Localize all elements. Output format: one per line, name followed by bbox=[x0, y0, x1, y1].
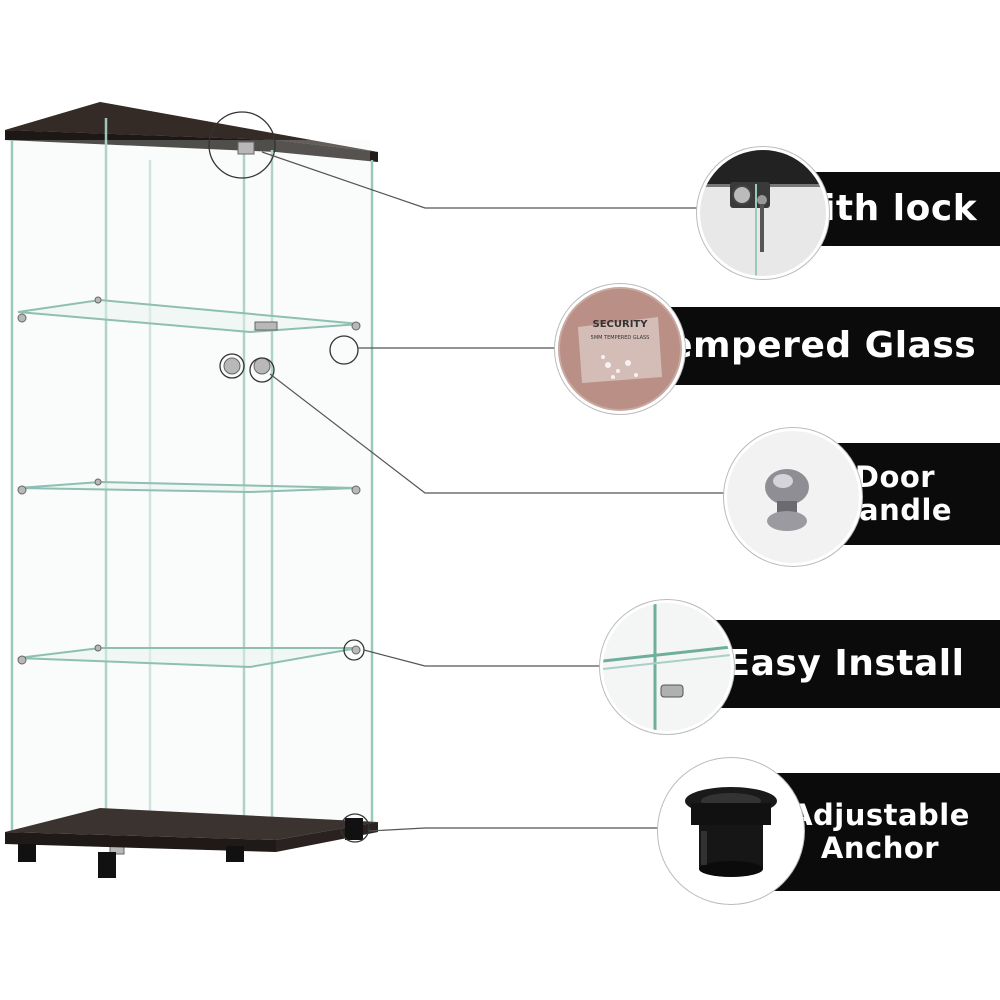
security-title: SECURITY bbox=[592, 319, 648, 330]
easy-install-banner: Easy Install bbox=[690, 620, 1000, 708]
door-handle-label-line1: Door bbox=[854, 459, 936, 494]
cabinet-base-board bbox=[5, 808, 378, 840]
lock-detail-photo bbox=[697, 147, 829, 279]
adjustable-anchor-label-line1: Adjustable bbox=[790, 797, 970, 832]
handle-leader-line bbox=[269, 373, 724, 494]
easy-install-detail-photo bbox=[600, 600, 734, 734]
adjustable-anchor-label-line2: Anchor bbox=[820, 831, 940, 865]
anchor-callout-ring bbox=[340, 813, 370, 843]
glass-callout-ring bbox=[329, 335, 359, 365]
cabinet-feet bbox=[18, 818, 363, 878]
lock-callout-ring bbox=[208, 111, 276, 179]
easy-install-label: Easy Install bbox=[725, 643, 965, 685]
tempered-glass-detail-photo: SECURITY 5MM TEMPERED GLASS bbox=[555, 284, 685, 414]
adjustable-anchor-banner: Adjustable Anchor bbox=[760, 773, 1000, 891]
security-subtitle: 5MM TEMPERED GLASS bbox=[590, 335, 650, 341]
door-handle-detail-photo bbox=[724, 428, 862, 566]
handle-callout-ring bbox=[219, 353, 245, 379]
tempered-glass-banner: Tempered Glass bbox=[624, 307, 1000, 385]
tempered-glass-label: Tempered Glass bbox=[647, 325, 977, 367]
anchor-leader-line bbox=[368, 827, 658, 832]
lock-leader-line bbox=[261, 151, 697, 209]
adjustable-anchor-detail-photo bbox=[658, 758, 804, 904]
install-leader-line bbox=[363, 649, 600, 667]
